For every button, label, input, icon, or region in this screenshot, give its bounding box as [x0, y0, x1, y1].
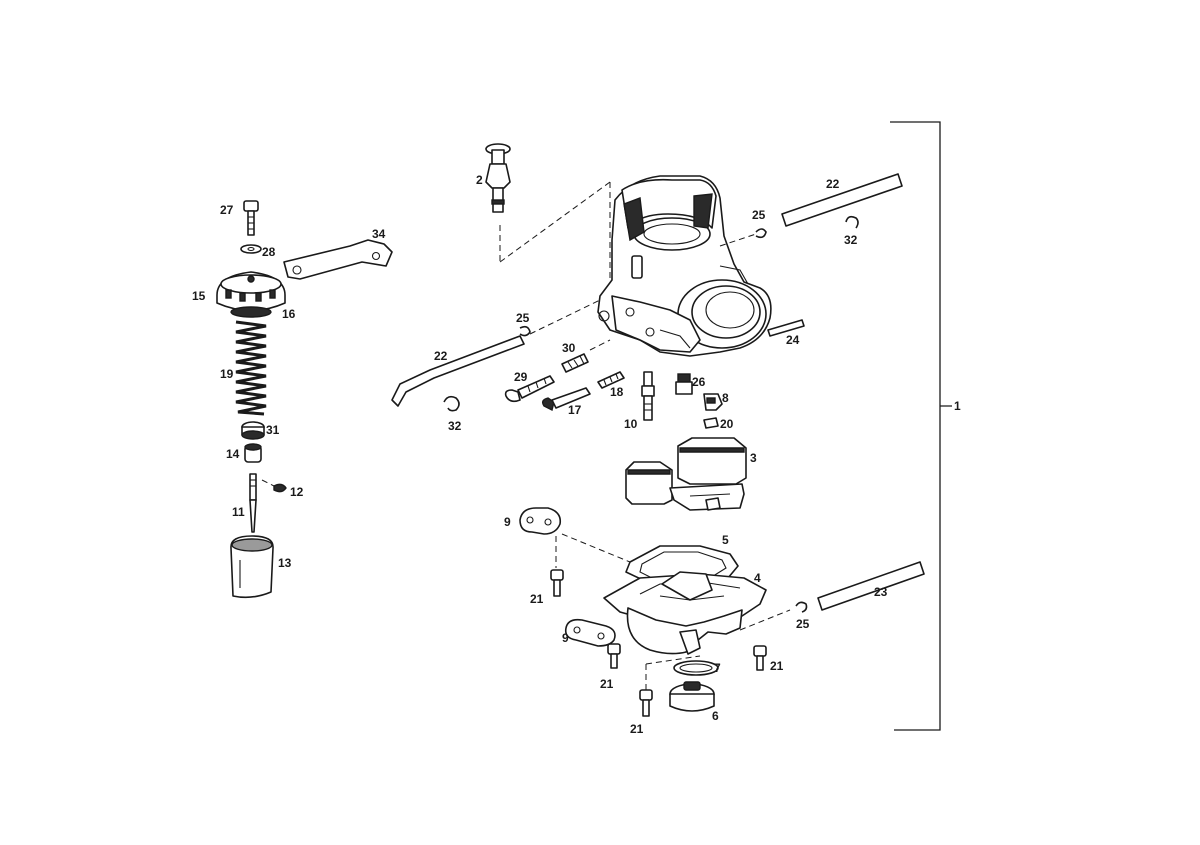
jet-26 — [675, 373, 693, 395]
slide-13 — [230, 535, 274, 599]
callout-2: 2 — [476, 173, 483, 187]
hose-22-left — [391, 335, 525, 407]
vent-24 — [767, 319, 805, 337]
screw-21-a — [550, 569, 564, 597]
callout-4: 4 — [754, 571, 761, 585]
callout-7: 7 — [714, 661, 721, 675]
holder-14 — [244, 443, 262, 463]
callout-31: 31 — [266, 423, 280, 437]
part-20 — [703, 417, 719, 429]
retainer-31 — [241, 421, 265, 440]
callout-12: 12 — [290, 485, 304, 499]
callout-24: 24 — [786, 333, 800, 347]
callout-30: 30 — [562, 341, 576, 355]
clamp-25-left — [519, 325, 531, 337]
plate-9-lower — [564, 618, 616, 647]
callout-27: 27 — [220, 203, 234, 217]
screw-17 — [541, 387, 591, 412]
spring-30 — [561, 353, 589, 373]
callout-22-left: 22 — [434, 349, 448, 363]
callout-18: 18 — [610, 385, 624, 399]
callout-29: 29 — [514, 370, 528, 384]
callout-3: 3 — [750, 451, 757, 465]
callout-8: 8 — [722, 391, 729, 405]
screw-21-c — [639, 689, 653, 717]
callout-23: 23 — [874, 585, 888, 599]
clamp-32-right — [845, 215, 859, 229]
callout-21-a: 21 — [530, 592, 544, 606]
float-3 — [625, 437, 747, 511]
callout-32-right: 32 — [844, 233, 858, 247]
hose-23 — [817, 561, 925, 611]
screw-27 — [243, 200, 259, 236]
callout-26: 26 — [692, 375, 706, 389]
bracket-34 — [283, 239, 393, 280]
callout-6: 6 — [712, 709, 719, 723]
callout-20: 20 — [720, 417, 734, 431]
needle-11 — [249, 473, 257, 533]
callout-9-upper: 9 — [504, 515, 511, 529]
drain-plug-6 — [669, 681, 715, 712]
oring-7 — [673, 660, 719, 676]
choke-plunger-2 — [485, 143, 511, 213]
callout-19: 19 — [220, 367, 234, 381]
callout-25-lower: 25 — [796, 617, 810, 631]
callout-11: 11 — [232, 505, 245, 519]
callout-1: 1 — [954, 399, 961, 413]
spring-19 — [235, 320, 267, 416]
callout-34: 34 — [372, 227, 386, 241]
plate-9-upper — [519, 507, 562, 535]
callout-10: 10 — [624, 417, 638, 431]
part-8 — [703, 393, 723, 411]
callout-13: 13 — [278, 556, 292, 570]
callout-21-d: 21 — [770, 659, 784, 673]
assembly-bracket — [890, 121, 952, 731]
callout-28: 28 — [262, 245, 276, 259]
clamp-25-lower — [795, 601, 808, 613]
callout-21-c: 21 — [630, 722, 644, 736]
callout-16: 16 — [282, 307, 296, 321]
float-bowl-4 — [603, 571, 767, 655]
callout-9-lower: 9 — [562, 631, 569, 645]
hose-22-right — [781, 173, 903, 227]
screw-29 — [504, 375, 555, 403]
clamp-25-right — [755, 228, 767, 239]
callout-25-right: 25 — [752, 208, 766, 222]
callout-22-right: 22 — [826, 177, 840, 191]
callout-32-left: 32 — [448, 419, 462, 433]
callout-5: 5 — [722, 533, 729, 547]
screw-21-b — [607, 643, 621, 669]
callout-25-left: 25 — [516, 311, 530, 325]
carburetor-body — [597, 175, 772, 357]
clip-12 — [273, 483, 287, 493]
seal-16 — [230, 306, 272, 318]
callout-17: 17 — [568, 403, 582, 417]
callout-15: 15 — [192, 289, 206, 303]
clamp-32-left — [443, 395, 460, 412]
spring-18 — [597, 371, 625, 389]
screw-21-d — [753, 645, 767, 671]
cap-15 — [216, 271, 286, 312]
jet-10 — [641, 371, 655, 421]
washer-28 — [240, 244, 262, 254]
callout-21-b: 21 — [600, 677, 614, 691]
callout-14: 14 — [226, 447, 240, 461]
